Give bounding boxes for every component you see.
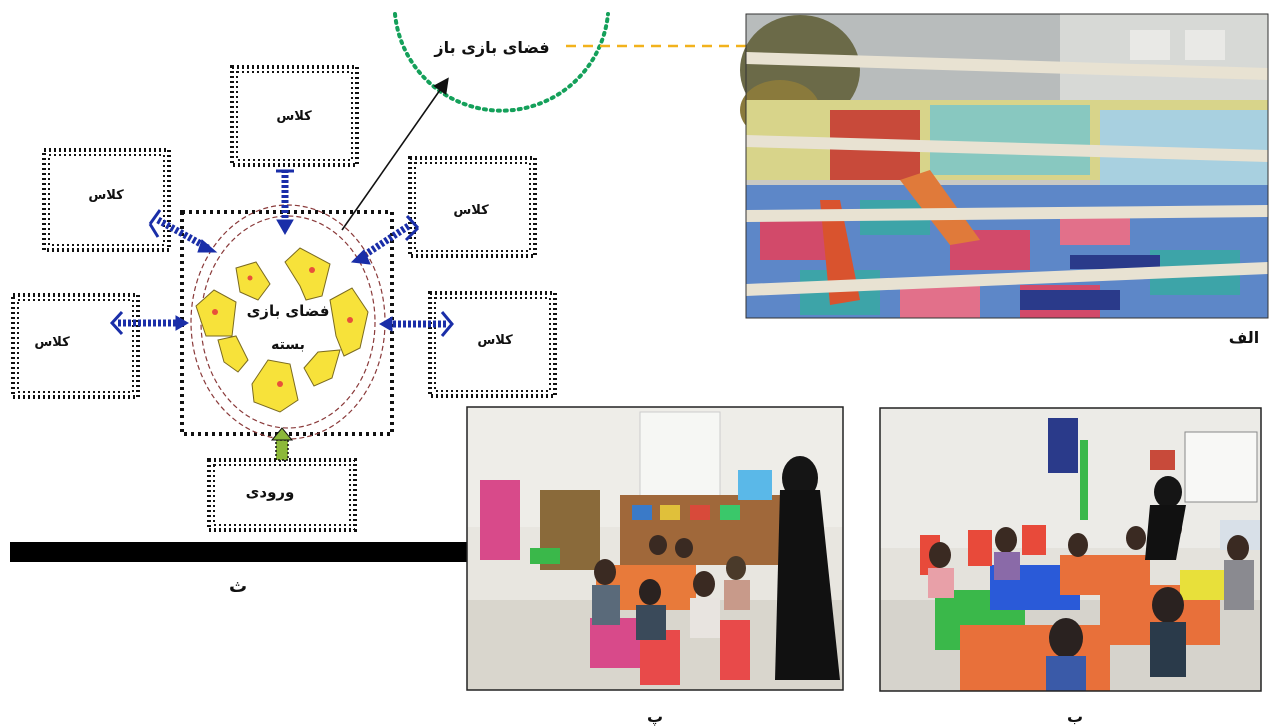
open-play-space-label: فضای بازی باز bbox=[433, 38, 549, 57]
classroom-label: کلاس bbox=[88, 188, 124, 203]
entrance-arrow bbox=[270, 427, 294, 461]
photo-open-play-space bbox=[740, 13, 1269, 319]
photo-caption-b: ب bbox=[1067, 707, 1083, 726]
railing bbox=[746, 52, 1268, 296]
classroom-lower-right: کلاس bbox=[428, 291, 557, 398]
classroom-upper-right: کلاس bbox=[408, 156, 537, 258]
connector-arrow bbox=[341, 77, 449, 231]
classroom-label: کلاس bbox=[453, 203, 489, 218]
yellow-arrow bbox=[235, 261, 271, 301]
circulation-arrows bbox=[195, 247, 369, 413]
flow-arrow-lower-left bbox=[109, 310, 189, 336]
classroom-label: کلاس bbox=[276, 109, 312, 124]
closed-play-space-label-2: بسته bbox=[271, 337, 305, 353]
flow-arrow-lower-right bbox=[379, 311, 454, 337]
flow-arrow-upper-right bbox=[350, 214, 420, 265]
flow-arrow-upper-left bbox=[148, 209, 218, 253]
arrow-spots bbox=[212, 267, 353, 387]
street-bar bbox=[10, 542, 470, 562]
yellow-arrow bbox=[251, 359, 299, 413]
closed-play-space-label-1: فضای بازی bbox=[247, 302, 330, 320]
photo-class-teacher-1 bbox=[466, 406, 844, 691]
layout-diagram: فضای بازی باز فضای بازی بسته bbox=[10, 12, 851, 597]
photo-caption-p: پ bbox=[647, 707, 663, 727]
classroom-upper-left: کلاس bbox=[42, 148, 171, 252]
yellow-arrow bbox=[303, 349, 341, 387]
entrance: ورودی bbox=[207, 458, 357, 532]
flow-arrows bbox=[109, 169, 454, 337]
diagram-caption: ث bbox=[229, 576, 247, 597]
flow-arrow-top bbox=[276, 169, 294, 236]
inner-ring bbox=[200, 215, 376, 429]
yellow-arrow bbox=[217, 335, 249, 373]
classroom-label: کلاس bbox=[477, 333, 513, 348]
photo-class-teacher-2 bbox=[879, 407, 1262, 692]
open-play-space-arc bbox=[393, 12, 610, 113]
yellow-arrow bbox=[284, 247, 331, 301]
classroom-label: کلاس bbox=[34, 335, 70, 350]
classroom-top: کلاس bbox=[230, 65, 359, 167]
entrance-label: ورودی bbox=[246, 483, 295, 501]
classroom-lower-left: کلاس bbox=[11, 293, 140, 399]
photo-caption-alef: الف bbox=[1229, 328, 1260, 347]
